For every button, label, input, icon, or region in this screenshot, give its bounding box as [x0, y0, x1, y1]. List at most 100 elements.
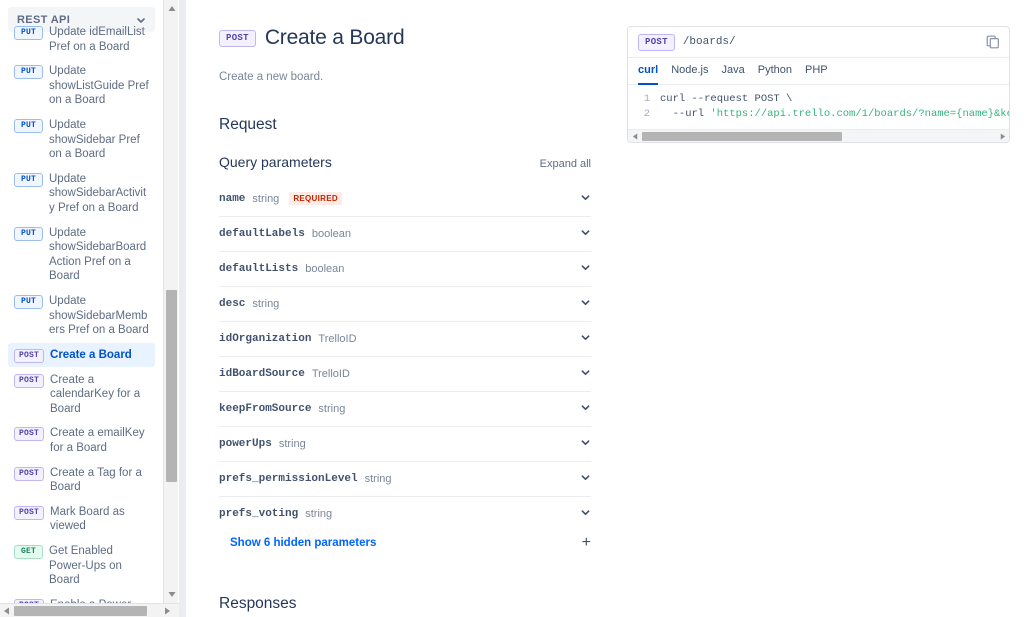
sidebar-item-label: Update showSidebarActivity Pref on a Boa…	[49, 172, 147, 214]
expand-all-button[interactable]: Expand all	[539, 158, 591, 170]
page-title-row: POST Create a Board	[219, 26, 591, 50]
tab-java[interactable]: Java	[721, 64, 745, 76]
chevron-down-icon[interactable]	[580, 400, 591, 418]
param-row-desc[interactable]: desc string	[219, 286, 591, 321]
sidebar-item-get-enabled-power-ups-on-board[interactable]: GET Get Enabled Power-Ups on Board	[8, 539, 155, 592]
chevron-down-icon[interactable]	[580, 225, 591, 243]
param-type: string	[252, 298, 280, 310]
sidebar-hscroll-thumb[interactable]	[14, 606, 147, 616]
sidebar-item-label: Update showSidebarMembers Pref on a Boar…	[49, 294, 149, 337]
scroll-left-arrow-icon[interactable]	[0, 604, 14, 617]
param-name: idBoardSource	[219, 368, 305, 380]
sidebar-vertical-scrollbar[interactable]	[163, 0, 178, 603]
param-row-prefs_permissionLevel[interactable]: prefs_permissionLevel string	[219, 461, 591, 496]
code-scroll-thumb[interactable]	[642, 132, 842, 141]
sidebar-horizontal-scrollbar[interactable]	[0, 603, 179, 617]
chevron-down-icon[interactable]	[580, 190, 591, 208]
line-number: 1	[643, 93, 650, 105]
sidebar-item-update-idemaillist-pref-on-a-board[interactable]: PUT Update idEmailList Pref on a Board	[8, 20, 155, 58]
sidebar: REST API PUT Update idEmailList Pref on a…	[0, 0, 163, 603]
page-title: Create a Board	[264, 26, 405, 49]
param-type: TrelloID	[311, 368, 350, 380]
language-tabs[interactable]: curl Node.js Java Python PHP	[628, 58, 1009, 85]
param-name: keepFromSource	[219, 403, 312, 415]
code-sample-header: POST /boards/	[628, 27, 1009, 58]
sidebar-item-label: Update showSidebar Pref on a Board	[49, 118, 140, 161]
param-type: boolean	[305, 263, 345, 275]
main-content: POST Create a Board Create a new board. …	[186, 0, 616, 617]
code-token: curl --request POST \	[660, 93, 793, 105]
code-token: --url	[660, 108, 711, 120]
sidebar-scroll-thumb[interactable]	[166, 290, 177, 482]
tab-curl[interactable]: curl	[638, 58, 659, 85]
show-hidden-parameters-link[interactable]: Show 6 hidden parameters	[230, 537, 377, 549]
param-type: string	[305, 508, 333, 520]
page-method-badge: POST	[219, 29, 256, 47]
method-badge-put: PUT	[14, 26, 43, 40]
copy-icon[interactable]	[986, 35, 1000, 49]
plus-icon[interactable]: +	[581, 534, 591, 551]
chevron-down-icon[interactable]	[580, 295, 591, 313]
method-badge-get: GET	[14, 545, 43, 560]
scroll-right-arrow-icon[interactable]	[160, 604, 174, 617]
code-scroll-right-arrow-icon[interactable]	[995, 130, 1009, 142]
sidebar-item-label: Mark Board as viewed	[50, 505, 125, 533]
tab-php[interactable]: PHP	[804, 64, 828, 76]
page-description: Create a new board.	[219, 71, 324, 83]
query-parameters-title: Query parameters	[219, 154, 332, 170]
param-name: name	[219, 192, 246, 205]
method-badge-put: PUT	[14, 65, 43, 80]
sidebar-item-update-showsidebarmembers-pref-on-a-board[interactable]: PUT Update showSidebarMembers Pref on a B…	[8, 289, 155, 342]
scroll-up-arrow-icon[interactable]	[164, 2, 179, 16]
sidebar-divider	[179, 0, 186, 617]
method-badge-post: POST	[14, 348, 45, 363]
sidebar-item-enable-a-power-up-on-a-board[interactable]: POSTEnable a Power-Up on a Board	[8, 593, 155, 603]
chevron-down-icon[interactable]	[580, 470, 591, 488]
scroll-down-arrow-icon[interactable]	[164, 587, 179, 601]
sidebar-item-label: Get Enabled Power-Ups on Board	[49, 545, 122, 587]
param-type: string	[252, 192, 280, 205]
method-badge-post: POST	[14, 505, 45, 520]
method-badge-post: POST	[14, 466, 45, 481]
chevron-down-icon[interactable]	[580, 505, 591, 523]
tab-node-js[interactable]: Node.js	[671, 64, 709, 76]
chevron-down-icon[interactable]	[580, 330, 591, 348]
code-scroll-left-arrow-icon[interactable]	[628, 130, 642, 142]
param-name: desc	[219, 298, 246, 310]
chevron-down-icon[interactable]	[580, 260, 591, 278]
show-hidden-parameters-row[interactable]: Show 6 hidden parameters +	[219, 529, 591, 557]
sidebar-item-mark-board-as-viewed[interactable]: POST Mark Board as viewed	[8, 500, 155, 538]
chevron-down-icon[interactable]	[580, 365, 591, 383]
api-selector-label: REST API	[17, 13, 71, 26]
method-badge-post: POST	[14, 427, 45, 442]
tab-python[interactable]: Python	[757, 64, 792, 76]
code-horizontal-scrollbar[interactable]	[628, 129, 1009, 142]
param-name: prefs_permissionLevel	[219, 473, 358, 485]
sidebar-item-create-a-calendarkey-for-a-board[interactable]: POST Create a calendarKey for a Board	[8, 368, 155, 421]
param-type: boolean	[311, 228, 351, 240]
method-badge-post: POST	[14, 373, 45, 388]
sidebar-item-label: Update showSidebarBoardAction Pref on a …	[49, 226, 147, 283]
chevron-down-icon[interactable]	[580, 435, 591, 453]
method-badge-put: PUT	[14, 294, 43, 309]
param-row-idBoardSource[interactable]: idBoardSource TrelloID	[219, 356, 591, 391]
param-type: string	[364, 473, 392, 485]
sidebar-item-label: Update idEmailList Pref on a Board	[49, 26, 145, 53]
sidebar-item-label: Create a calendarKey for a Board	[50, 373, 141, 415]
